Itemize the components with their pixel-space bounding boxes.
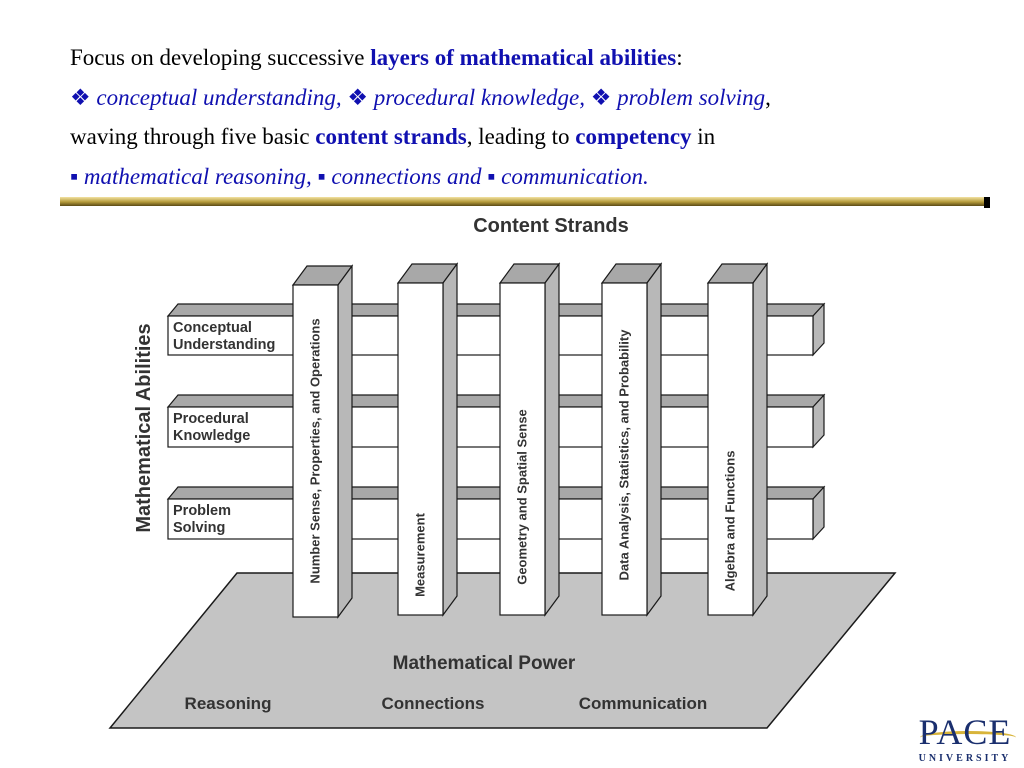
strand-label-geometry: Geometry and Spatial Sense xyxy=(514,409,529,585)
text-line-4: ▪ mathematical reasoning, ▪ connections … xyxy=(70,157,1000,197)
ability-problem-solving: problem solving xyxy=(617,84,766,110)
strand-column-algebra: Algebra and Functions xyxy=(706,262,769,617)
diamond-bullet-icon: ❖ xyxy=(70,84,91,110)
competency-communication: communication xyxy=(501,163,643,189)
strand-label-number-sense: Number Sense, Properties, and Operations xyxy=(307,318,322,583)
text-line-3: waving through five basic content strand… xyxy=(70,117,1000,157)
strand-label-data-analysis: Data Analysis, Statistics, and Probabili… xyxy=(616,329,631,581)
slide-text: Focus on developing successive layers of… xyxy=(70,38,1000,196)
ability-label-problem-solving-line-1: Problem xyxy=(173,503,231,519)
square-bullet-icon: ▪ xyxy=(317,163,326,189)
line4-after: . xyxy=(642,163,649,189)
logo-swoosh-icon xyxy=(920,731,1016,744)
content-strands-highlight: content strands xyxy=(315,124,467,149)
pace-university-logo: PACE UNIVERSITY xyxy=(910,713,1020,765)
strand-column-measurement: Measurement xyxy=(396,262,459,617)
strand-column-data-analysis: Data Analysis, Statistics, and Probabili… xyxy=(600,262,663,617)
ability-label-conceptual-line-1: Conceptual xyxy=(173,320,252,336)
gold-divider xyxy=(60,197,988,206)
competency-connections: connections and xyxy=(331,163,482,189)
line3-before: waving through five basic xyxy=(70,124,316,149)
diagram-title: Content Strands xyxy=(473,215,629,237)
divider-end-cap xyxy=(984,197,990,208)
ability-label-procedural-line-1: Procedural xyxy=(173,411,249,427)
strand-column-geometry: Geometry and Spatial Sense xyxy=(498,262,561,617)
strand-label-measurement: Measurement xyxy=(412,512,427,596)
strand-label-algebra: Algebra and Functions xyxy=(722,451,737,592)
line3-after: in xyxy=(691,124,716,149)
logo-wordmark: PACE xyxy=(918,712,1012,752)
ability-label-conceptual: Conceptual Understanding xyxy=(173,320,275,353)
square-bullet-icon: ▪ xyxy=(70,163,79,189)
text-line-2: ❖ conceptual understanding, ❖ procedural… xyxy=(70,78,1000,118)
line1-before: Focus on developing successive xyxy=(70,45,371,70)
ability-label-conceptual-line-2: Understanding xyxy=(173,337,275,353)
abilities-axis-label: Mathematical Abilities xyxy=(133,323,155,532)
base-label-communication: Communication xyxy=(579,694,707,713)
ability-conceptual: conceptual understanding, xyxy=(96,84,342,110)
base-label-reasoning: Reasoning xyxy=(185,694,272,713)
ability-label-procedural-line-2: Knowledge xyxy=(173,428,250,444)
ability-procedural: procedural knowledge, xyxy=(373,84,586,110)
ability-label-problem-solving: Problem Solving xyxy=(173,503,235,536)
line3-middle: , leading to xyxy=(466,124,576,149)
competency-reasoning: mathematical reasoning, xyxy=(83,163,312,189)
layers-highlight: layers of mathematical abilities xyxy=(370,45,677,70)
square-bullet-icon: ▪ xyxy=(487,163,496,189)
logo-subtitle: UNIVERSITY xyxy=(918,753,1012,764)
text-line-1: Focus on developing successive layers of… xyxy=(70,38,1000,78)
ability-label-procedural: Procedural Knowledge xyxy=(173,411,253,444)
ability-label-problem-solving-line-2: Solving xyxy=(173,520,225,536)
base-title: Mathematical Power xyxy=(393,653,576,674)
diamond-bullet-icon: ❖ xyxy=(347,84,369,110)
competency-highlight: competency xyxy=(575,124,692,149)
diamond-bullet-icon: ❖ xyxy=(590,84,612,110)
line1-after: : xyxy=(676,45,683,70)
base-label-connections: Connections xyxy=(382,694,485,713)
strand-column-number-sense: Number Sense, Properties, and Operations xyxy=(291,264,354,619)
line2-after: , xyxy=(765,84,771,110)
